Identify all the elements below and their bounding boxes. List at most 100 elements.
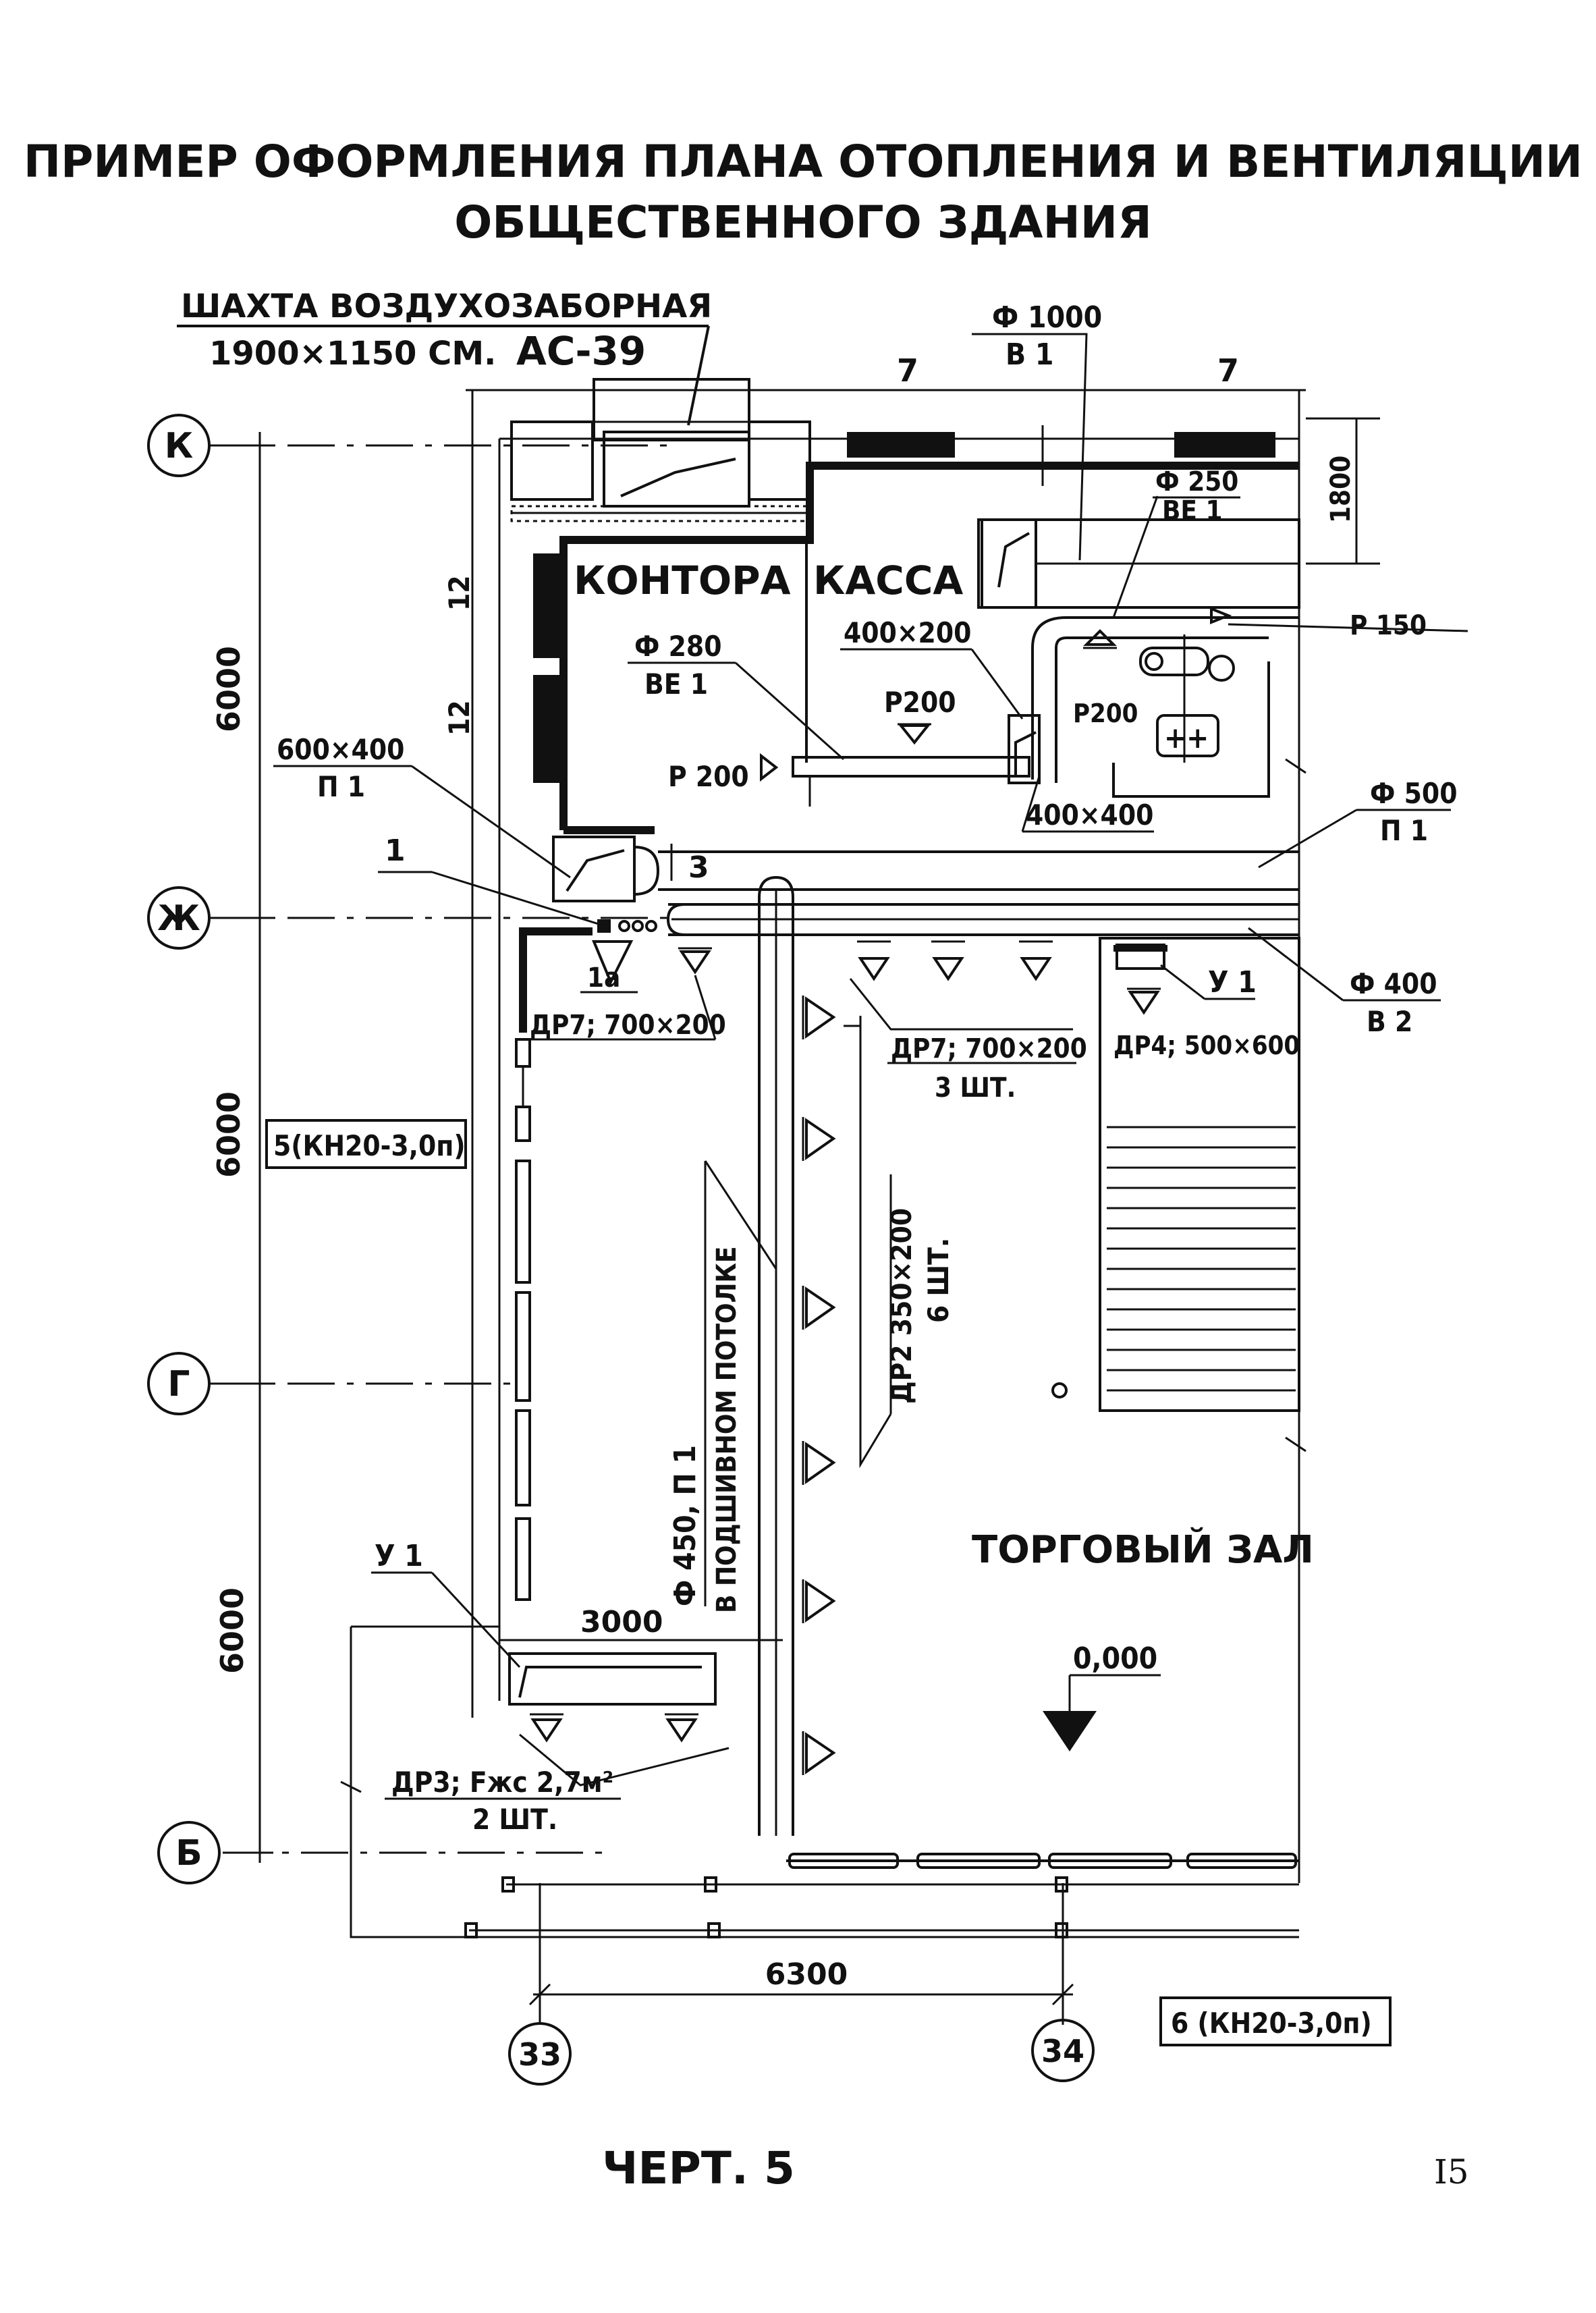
grille-p200-top (898, 724, 931, 745)
supply-unit-600x400 (552, 836, 636, 902)
dim-small-1: 12 (443, 575, 476, 611)
axis-bubble-B (157, 1821, 221, 1884)
equipment-1 (1139, 647, 1209, 676)
label-p200-a: Р200 (884, 686, 956, 719)
label-u1-a: У 1 (1208, 965, 1257, 1000)
radiator-top-2 (1174, 432, 1275, 458)
leader-dr7-b (849, 978, 1073, 1031)
label-400x200: 400×200 (844, 616, 971, 649)
shaft-cell-3 (748, 420, 811, 501)
radiator-office-2 (533, 675, 560, 783)
leader-u1-b (431, 1571, 521, 1668)
label-p150: Р 150 (1350, 610, 1427, 641)
leader-400x200 (970, 649, 1024, 719)
unit-u1-b (508, 1652, 717, 1706)
axis-bubble-34 (1031, 2019, 1095, 2082)
leader-dr3 (519, 1733, 730, 1787)
heater6-box (1159, 1996, 1392, 2046)
room-office: КОНТОРА (574, 557, 791, 603)
axis-label-B: Б (175, 1833, 202, 1874)
axis-bubble-K (147, 414, 211, 477)
mark3: 3 (688, 850, 709, 885)
window-row-1 (786, 1853, 1299, 1869)
leader-phi400 (1248, 927, 1344, 1002)
left-dim-1: 6000 (211, 646, 247, 732)
level-triangle (1043, 1711, 1097, 1751)
label-p200-b: Р200 (1073, 699, 1138, 728)
duct-p1-vertical (758, 875, 794, 1836)
shaft-code: АС-39 (516, 328, 646, 374)
mark1: 1 (385, 834, 406, 868)
shaft-leader (687, 325, 710, 426)
label-dr7-a: ДР7; 700×200 (530, 1010, 726, 1041)
axis-label-34: 34 (1041, 2033, 1084, 2069)
axis-label-G: Г (167, 1364, 190, 1405)
equipment-3 (1156, 714, 1219, 757)
top-dim-1: 7 (897, 352, 918, 389)
duct-label-1: Ф 450, П 1 (668, 1445, 703, 1606)
grilles-dr3 (530, 1713, 698, 1743)
column-mark (1051, 1382, 1068, 1398)
label-dr3: ДР3; Fжс 2,7м² (391, 1766, 613, 1799)
label-ve1-b: ВЕ 1 (644, 668, 708, 701)
equipment-2 (1208, 655, 1235, 682)
label-phi250: Ф 250 (1155, 466, 1238, 497)
shaft-cell-left (510, 420, 594, 501)
break-mark-1 (1285, 758, 1306, 774)
duct-v1-louver (997, 532, 1030, 588)
label-phi1000: Ф 1000 (992, 300, 1102, 335)
label-400x400: 400×400 (1026, 798, 1153, 832)
leader-dr7-a (694, 975, 717, 1040)
bottom-dim: 6300 (765, 1957, 848, 1992)
axis-bubble-33 (508, 2022, 572, 2086)
grille-p150 (1210, 607, 1232, 624)
label-p1-b: П 1 (1380, 814, 1428, 847)
dim-small-2: 12 (443, 700, 476, 736)
dim-3000: 3000 (580, 1605, 663, 1639)
axis-label-K: К (165, 426, 194, 466)
grille-top (1083, 629, 1117, 646)
shaft-louver (620, 458, 736, 497)
radiator-office-1 (533, 553, 560, 658)
staircase (1099, 937, 1300, 1412)
label-dr7-b-qty: 3 ШТ. (935, 1072, 1016, 1104)
label-600x400: 600×400 (277, 733, 404, 766)
axis-label-Zh: Ж (157, 898, 200, 939)
leader-mark1 (431, 871, 601, 926)
leader-u1-a (1160, 964, 1205, 1000)
plan-title-line2: ОБЩЕСТВЕННОГО ЗДАНИЯ (454, 196, 1152, 248)
riser-dot-3 (645, 920, 657, 932)
room-cash: КАССА (813, 557, 963, 603)
label-p1-a: П 1 (317, 770, 365, 803)
heater6-label: 6 (КН20-3,0п) (1171, 2007, 1372, 2040)
drawing-caption: ЧЕРТ. 5 (602, 2142, 795, 2194)
cash-room-right-wall (1112, 661, 1270, 798)
unit-u1-b-louver (518, 1666, 702, 1698)
label-phi400: Ф 400 (1350, 967, 1437, 1000)
duct-ve1 (1031, 616, 1299, 780)
room-hall: ТОРГОВЫЙ ЗАЛ (972, 1527, 1314, 1572)
air-intake-shaft (593, 378, 750, 441)
heater5-box (265, 1119, 467, 1169)
left-dim-2: 6000 (211, 1091, 247, 1178)
heating-pipe-top (519, 927, 593, 1033)
axis-bubble-Zh (147, 886, 211, 950)
label-u1-b: У 1 (375, 1539, 423, 1573)
leader-p150 (1228, 623, 1468, 632)
bottom-frame (350, 1785, 1299, 1938)
label-ve1-a: ВЕ 1 (1162, 495, 1223, 526)
label-v2: В 2 (1367, 1005, 1412, 1038)
label-phi280: Ф 280 (634, 630, 722, 663)
leader-v1 (972, 333, 1088, 561)
duct-p1-elbow (634, 846, 660, 896)
label-dr7-b: ДР7; 700×200 (891, 1033, 1087, 1064)
label-v1: В 1 (1006, 337, 1053, 372)
label-p200-c: Р 200 (668, 760, 749, 793)
valve-u1-a-top (1113, 945, 1167, 952)
label-dr2-a: ДР2 350×200 (885, 1208, 918, 1404)
equipment-1-dot (1145, 652, 1163, 671)
grilles-dr2 (802, 996, 836, 1775)
mark1a: 1а (587, 962, 620, 994)
grille-dr4 (1128, 991, 1160, 1015)
